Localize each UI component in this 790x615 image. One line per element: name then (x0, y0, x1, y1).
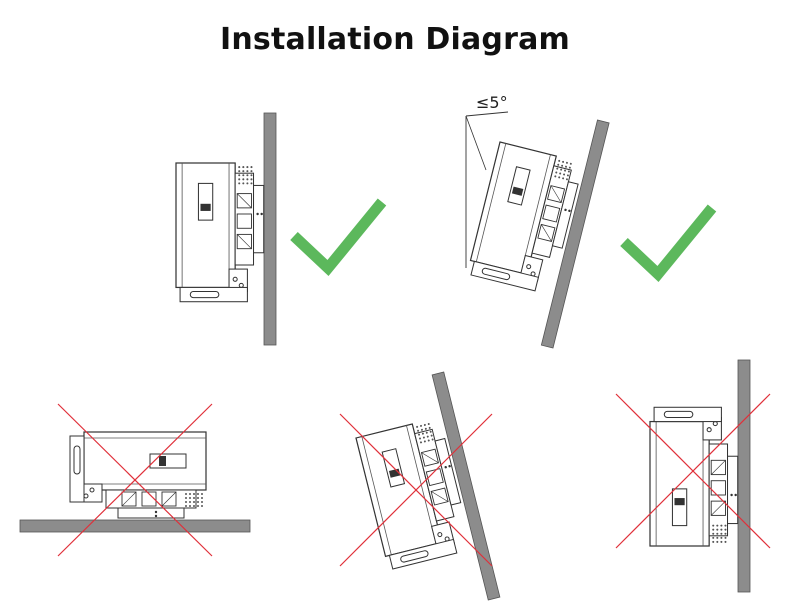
inverter-unit (69, 431, 207, 519)
inverter-unit (649, 406, 739, 547)
wall (737, 359, 751, 593)
floor (19, 519, 251, 533)
panel-horizontal-floor-mount (19, 403, 251, 557)
panel-vertical-mount (175, 112, 382, 346)
angle-guide-tilted (465, 111, 509, 117)
angle-label: ≤5° (476, 93, 508, 112)
page-title: Installation Diagram (219, 22, 570, 57)
cross-icon (615, 393, 771, 549)
tilted-wall (540, 119, 610, 349)
inverter-unit (175, 162, 265, 303)
tilted-wall (431, 371, 501, 601)
panel-upside-down-mount (615, 359, 771, 593)
cross-icon (339, 413, 493, 567)
panel-tilted-back-mount: ≤5° (465, 93, 712, 349)
check-icon (294, 202, 382, 268)
cross-icon (57, 403, 213, 557)
check-icon (624, 208, 712, 274)
panel-tilted-forward-mount (339, 371, 501, 601)
wall (263, 112, 277, 346)
